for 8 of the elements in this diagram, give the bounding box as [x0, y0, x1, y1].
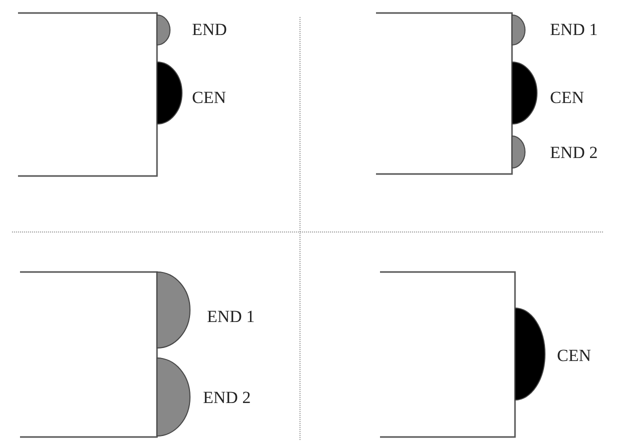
pad-label: END 1	[550, 20, 598, 40]
pad-label: END 1	[207, 307, 255, 327]
pad-label: END 2	[203, 388, 251, 408]
pad-label: CEN	[550, 88, 584, 108]
pad-label: CEN	[557, 346, 591, 366]
pad-label: END 2	[550, 143, 598, 163]
pad-label: CEN	[192, 88, 226, 108]
pad-label: END	[192, 20, 227, 40]
